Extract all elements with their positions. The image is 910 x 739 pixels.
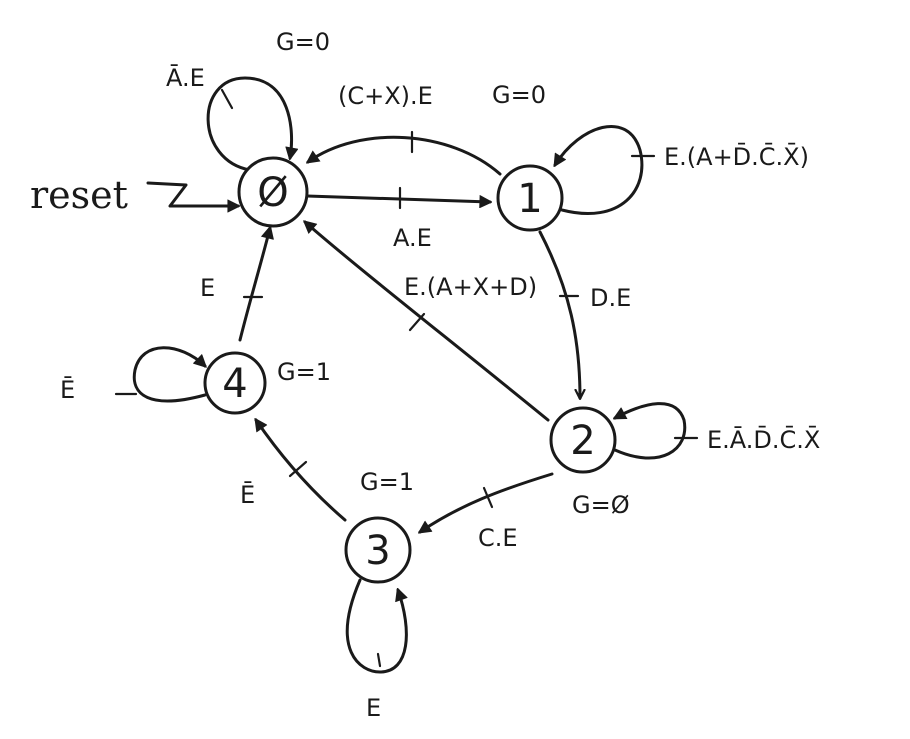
state-label-s0: Ø xyxy=(257,170,288,216)
state-node-s0: Ø xyxy=(237,156,309,228)
condition-s0-self: Ā.E xyxy=(166,63,205,92)
condition-s1-self: E.(A+D̄.C̄.X̄) xyxy=(664,142,809,171)
edge-s2-s0 xyxy=(305,222,550,422)
edge-s2-s3 xyxy=(420,472,554,532)
reset-label: reset xyxy=(30,173,128,217)
state-label-s3: 3 xyxy=(365,528,390,574)
edge-s3-self xyxy=(345,578,408,674)
condition-s1-s2: D.E xyxy=(590,284,631,312)
condition-s1-s0: (C+X).E xyxy=(338,82,433,110)
state-node-s2: 2 xyxy=(549,406,617,474)
condition-s4-s0: E xyxy=(200,274,215,302)
condition-s0-s1: A.E xyxy=(393,224,432,252)
tick-s2-s3 xyxy=(482,486,494,509)
condition-s3-s4: Ē xyxy=(240,480,255,509)
tick-s3-self xyxy=(376,652,382,668)
output-s3: G=1 xyxy=(360,468,414,496)
edge-s1-s0 xyxy=(308,135,502,176)
state-label-s4: 4 xyxy=(222,361,247,407)
output-s1: G=0 xyxy=(492,81,546,109)
output-s4: G=1 xyxy=(277,358,331,386)
condition-s2-s3: C.E xyxy=(478,524,518,552)
tick-s3-s4 xyxy=(288,460,308,478)
tick-s2-s0 xyxy=(408,312,426,332)
state-node-s4: 4 xyxy=(203,351,267,415)
edge-s0-s1 xyxy=(305,194,490,202)
edge-s2-self xyxy=(615,402,687,460)
output-s2: G=Ø xyxy=(572,491,630,519)
state-label-s1: 1 xyxy=(517,176,542,222)
reset-arrow xyxy=(146,181,238,206)
state-label-s2: 2 xyxy=(570,418,595,464)
condition-s3-self: E xyxy=(366,694,381,722)
condition-s2-s0: E.(A+X+D) xyxy=(404,273,537,301)
edge-s3-s4 xyxy=(256,420,347,522)
state-node-s3: 3 xyxy=(344,516,412,584)
edge-s1-self xyxy=(555,124,644,216)
edge-s1-s2 xyxy=(538,230,580,398)
output-s0: G=0 xyxy=(276,28,330,56)
condition-s4-self: Ē xyxy=(60,375,75,404)
edge-s4-s0 xyxy=(238,228,270,342)
tick-s0-self xyxy=(220,88,234,110)
edge-s4-self xyxy=(132,346,205,403)
state-node-s1: 1 xyxy=(496,164,564,232)
edge-s0-self xyxy=(206,76,291,172)
condition-s2-self: E.Ā.D̄.C̄.X̄ xyxy=(707,425,820,454)
